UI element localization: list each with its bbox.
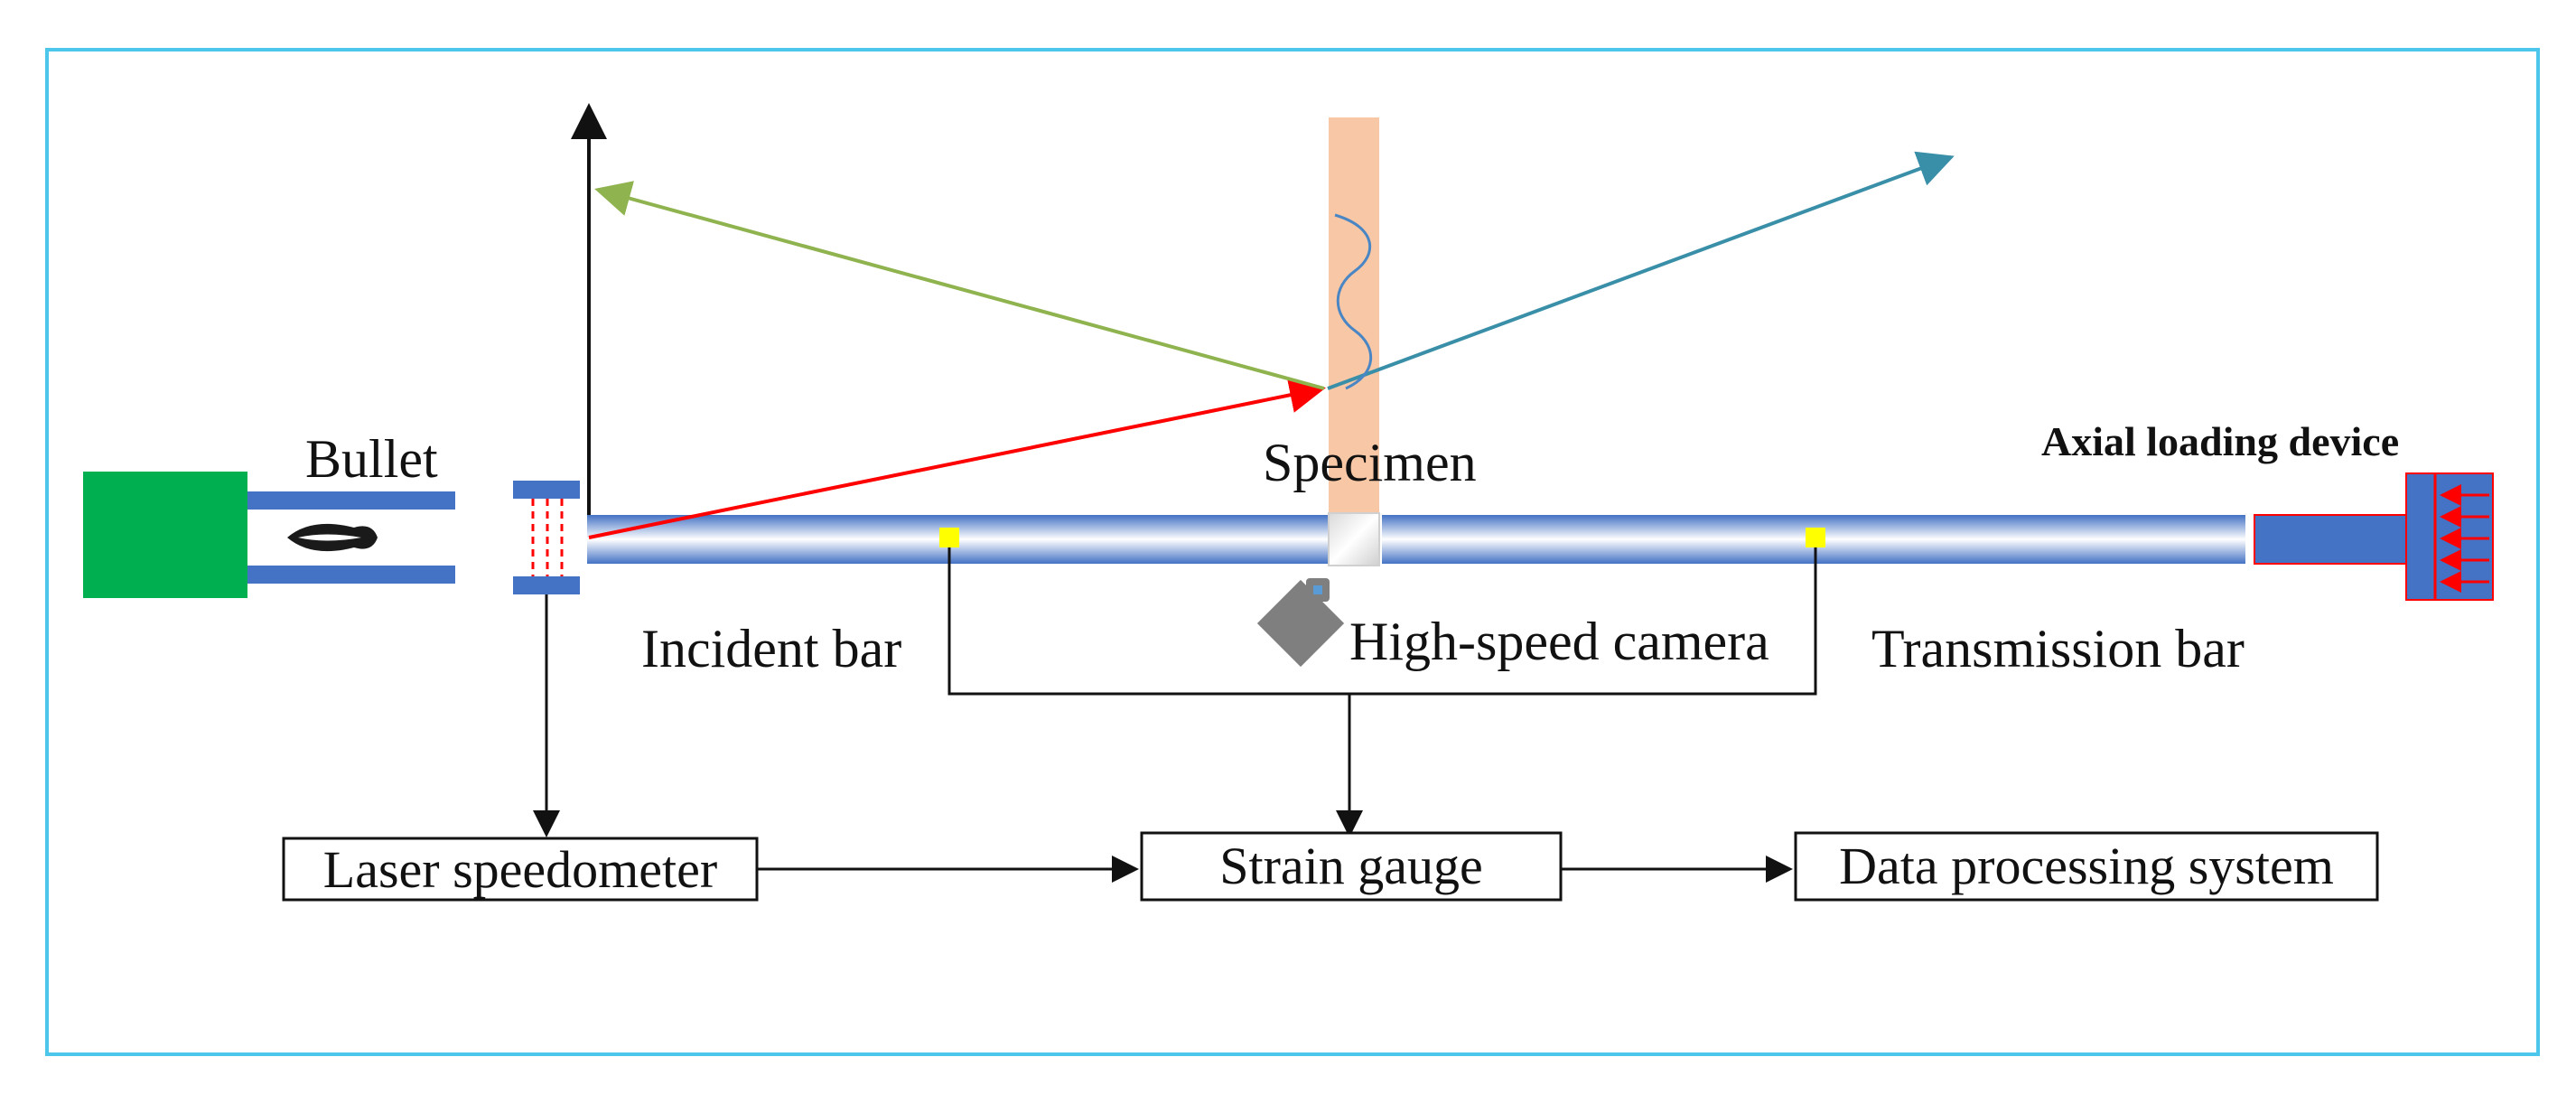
outer-frame	[45, 48, 2540, 1056]
reflected-wave-arrow	[594, 181, 1325, 390]
axial-loading-device	[2254, 472, 2494, 601]
specimen-column	[1329, 117, 1379, 515]
high-speed-camera-label: High-speed camera	[1349, 612, 1769, 671]
barrel-top-rail	[247, 491, 455, 510]
axial-loading-device-label: Axial loading device	[2041, 418, 2399, 464]
strain-gauge-box	[1140, 831, 1563, 902]
incident-wave-arrow	[588, 377, 1326, 539]
incident-bar-label: Incident bar	[641, 619, 901, 678]
launcher-block	[83, 472, 247, 598]
barrel-bottom-rail	[247, 566, 455, 584]
laser-speedometer-box	[282, 837, 759, 902]
data-processing-system-box	[1794, 831, 2379, 902]
strain-gauge-text: Strain gauge	[1219, 837, 1483, 895]
gauge-wiring	[947, 547, 1817, 696]
data-processing-system-text: Data processing system	[1839, 837, 2334, 895]
specimen-wave	[1334, 213, 1372, 390]
transmission-bar-label: Transmission bar	[1871, 619, 2245, 678]
camera-icon	[1256, 578, 1345, 668]
strain-gauge-incident	[939, 528, 959, 547]
laser-gate-top	[513, 481, 580, 499]
strain-gauge-transmission	[1806, 528, 1825, 547]
specimen-label: Specimen	[1263, 433, 1477, 492]
bullet-label: Bullet	[305, 429, 438, 489]
specimen	[1328, 512, 1380, 566]
laser-gate-bottom	[513, 576, 580, 594]
bullet-projectile	[287, 523, 378, 552]
transmitted-wave-arrow	[1327, 151, 1955, 390]
laser-speedometer-text: Laser speedometer	[323, 840, 717, 899]
loading-arrows	[2440, 484, 2489, 593]
